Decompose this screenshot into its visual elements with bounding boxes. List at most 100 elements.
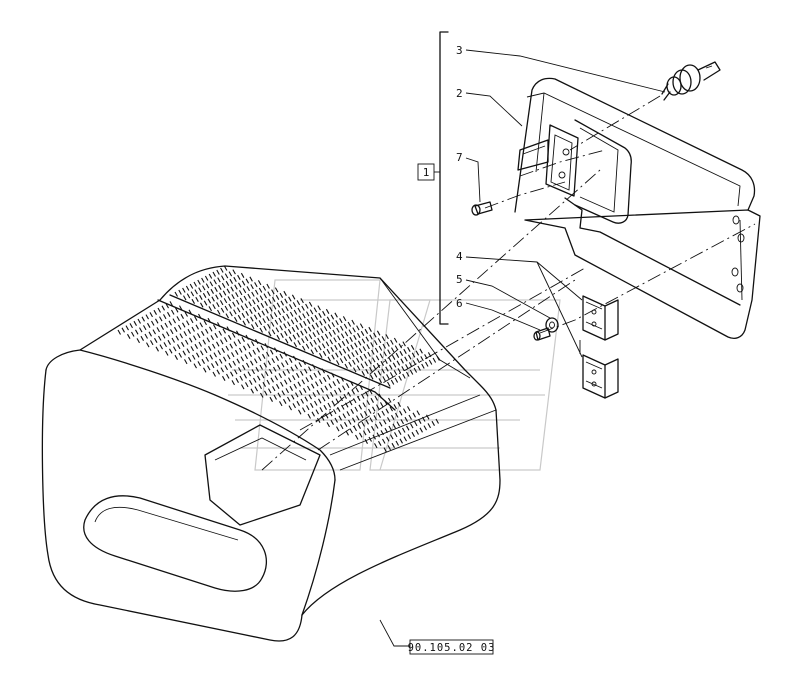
grille-slot xyxy=(379,353,384,359)
grille-slot xyxy=(219,292,223,298)
grille-slot xyxy=(288,405,292,411)
grille-slot xyxy=(402,373,406,379)
assembly-axis-lines xyxy=(261,95,756,471)
grille-slot xyxy=(330,346,334,352)
grille-slot xyxy=(328,331,333,337)
grille-slot xyxy=(317,417,321,423)
grille-slot xyxy=(265,308,269,314)
grille-slot xyxy=(388,356,392,362)
grille-slot xyxy=(308,334,313,340)
grille-slot xyxy=(386,374,390,380)
grille-slot xyxy=(320,387,324,393)
grille-slot xyxy=(294,317,299,323)
grille-slot xyxy=(325,341,330,347)
grille-slot xyxy=(269,396,273,402)
grille-slot xyxy=(295,324,299,330)
grille-spine xyxy=(157,294,396,411)
grille-slot xyxy=(301,305,305,311)
grille-slot xyxy=(419,348,423,354)
grille-slot xyxy=(159,316,163,322)
grille-slot xyxy=(214,332,218,338)
grille-slot xyxy=(279,325,283,331)
grille-slot xyxy=(178,324,182,330)
grille-slot xyxy=(307,385,311,391)
grille-slot xyxy=(374,443,378,449)
grille-slot xyxy=(270,377,274,383)
grille-slot xyxy=(314,314,318,320)
grille-slot xyxy=(194,315,198,321)
grille-slot xyxy=(373,372,378,378)
grille-slot xyxy=(273,366,277,372)
grille-slot xyxy=(158,335,162,341)
grille-slot xyxy=(312,332,316,338)
grille-slot xyxy=(260,345,264,351)
grille-slot xyxy=(250,360,254,366)
grille-slot xyxy=(300,298,304,304)
grille-slot xyxy=(281,308,285,314)
grille-slot xyxy=(343,393,347,399)
grille-slot xyxy=(169,348,173,354)
grille-slot xyxy=(361,393,365,399)
grille-slot xyxy=(197,333,201,339)
grille-slot xyxy=(382,343,386,349)
grille-slot xyxy=(186,348,190,354)
grille-slot xyxy=(231,380,235,386)
grille-slot xyxy=(342,413,346,419)
grille-slot xyxy=(143,325,147,331)
grille-slot xyxy=(260,302,265,308)
grille-slot xyxy=(273,394,277,400)
grille-slot xyxy=(325,413,329,419)
grille-slot xyxy=(342,385,346,391)
grille-slot xyxy=(205,328,209,334)
grille-slot xyxy=(313,372,317,378)
grille-slot xyxy=(368,326,372,332)
grille-slot xyxy=(301,338,305,344)
grille-slot xyxy=(146,342,150,348)
grille-slot xyxy=(187,328,191,334)
grille-slot xyxy=(411,352,416,358)
grille-slot xyxy=(242,288,247,294)
grille-slot xyxy=(262,318,266,324)
grille-slot xyxy=(289,304,293,310)
grille-slot xyxy=(227,354,231,360)
grille-slot xyxy=(270,321,275,327)
grille-slot xyxy=(364,438,368,444)
grille-slot xyxy=(317,305,321,311)
grille-slot xyxy=(342,316,347,322)
grille-slot xyxy=(376,362,381,368)
grille-slot xyxy=(355,387,359,393)
grille-slot xyxy=(226,373,230,379)
grille-slot xyxy=(184,311,188,317)
grille-slot xyxy=(317,370,321,376)
grille-slot xyxy=(263,325,267,331)
hinge-lower xyxy=(582,354,619,399)
grille-slot xyxy=(276,383,280,389)
grille-slot xyxy=(177,344,181,350)
group-label: 1 xyxy=(423,166,430,179)
grille-slot xyxy=(249,276,253,282)
grille-slot xyxy=(277,392,281,398)
grille-slot xyxy=(389,372,394,378)
grille-slot xyxy=(270,314,274,320)
grille-slot xyxy=(360,413,364,419)
grille-slot xyxy=(263,293,267,299)
grille-slot xyxy=(254,322,259,328)
grille-slot xyxy=(185,285,190,291)
grille-slot xyxy=(137,318,141,324)
grille-slot xyxy=(257,375,261,381)
grille-slot xyxy=(323,326,328,332)
grille-slot xyxy=(399,410,403,416)
grille-slot xyxy=(262,285,267,291)
grille-slot xyxy=(224,273,229,279)
grille-slot xyxy=(222,328,226,334)
grille-slot xyxy=(217,350,221,356)
grille-slot xyxy=(274,319,279,325)
grille-slot xyxy=(213,352,217,358)
grille-slot xyxy=(229,278,233,284)
grille-slot xyxy=(264,300,268,306)
grille-slot xyxy=(364,361,368,367)
grille-slot xyxy=(343,323,348,329)
grille-slot xyxy=(193,335,197,341)
grille-slot xyxy=(391,414,395,420)
grille-slot xyxy=(319,320,323,326)
